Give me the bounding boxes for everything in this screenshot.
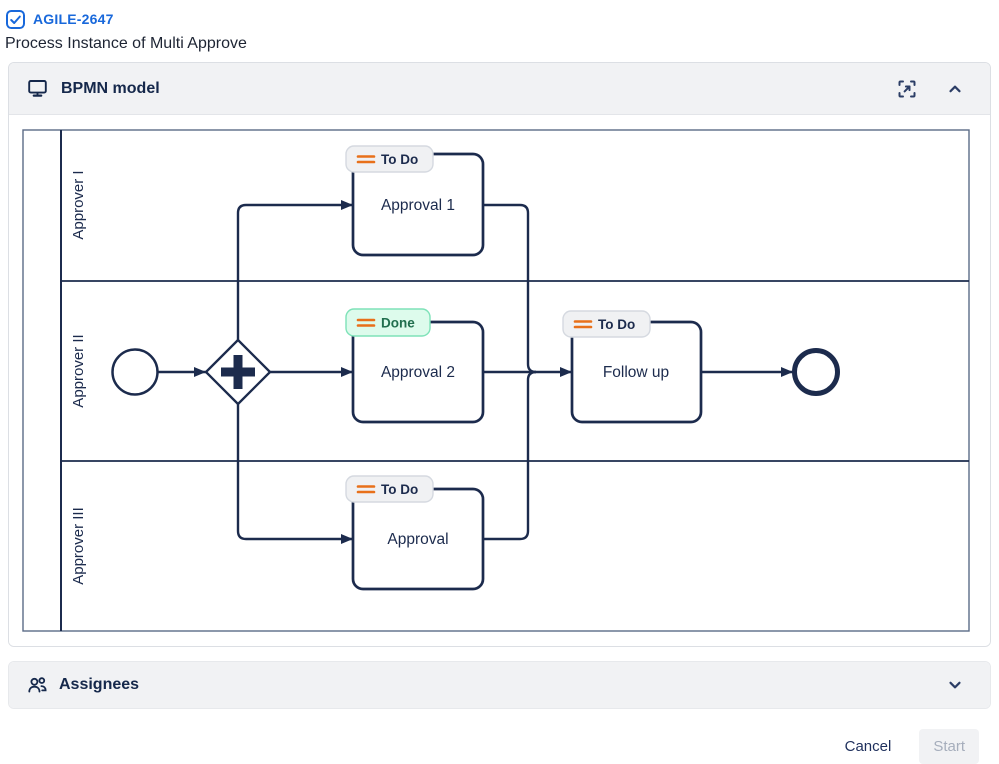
status-badge-approval-2[interactable]: Done [345, 308, 431, 337]
assignees-expand-button[interactable] [938, 668, 972, 702]
sequence-flows [158, 200, 793, 544]
sequence-flow [483, 203, 537, 374]
status-badge-label: To Do [381, 152, 418, 167]
task-follow-up[interactable]: Follow up [570, 320, 703, 424]
assignees-section-header[interactable]: Assignees [9, 662, 990, 708]
cancel-button[interactable]: Cancel [831, 729, 906, 764]
start-button[interactable]: Start [919, 729, 979, 764]
status-icon [356, 155, 376, 164]
issue-header: AGILE-2647 Process Instance of Multi App… [5, 8, 991, 53]
status-badge-approval-3[interactable]: To Do [345, 475, 434, 503]
task-label: Follow up [603, 364, 669, 381]
people-icon [27, 675, 48, 696]
task-label: Approval 1 [381, 197, 455, 214]
task-label: Approval 2 [381, 364, 455, 381]
lane-label-approver-3: Approver III [70, 507, 87, 585]
bpmn-section: BPMN model [8, 62, 991, 647]
issue-summary: Process Instance of Multi Approve [5, 35, 247, 52]
status-badge-follow-up[interactable]: To Do [562, 310, 651, 338]
end-event [792, 348, 840, 396]
task-approval-2[interactable]: Approval 2 [351, 320, 485, 424]
parallel-gateway [204, 338, 272, 406]
issue-key-link[interactable]: AGILE-2647 [33, 11, 114, 27]
bpmn-collapse-button[interactable] [938, 72, 972, 106]
status-badge-label: Done [381, 316, 415, 331]
lane-label-approver-2: Approver II [70, 334, 87, 407]
start-event [111, 348, 159, 396]
status-icon [573, 320, 593, 329]
bpmn-section-title: BPMN model [61, 79, 160, 97]
fullscreen-button[interactable] [890, 72, 924, 106]
bpmn-canvas: Approver I Approver II Approver III [9, 115, 990, 646]
fullscreen-icon [896, 78, 918, 100]
monitor-icon [27, 78, 48, 99]
sequence-flow [236, 404, 353, 544]
task-approval-3[interactable]: Approval [351, 487, 485, 591]
task-label: Approval [387, 531, 448, 548]
status-badge-approval-1[interactable]: To Do [345, 145, 434, 173]
chevron-up-icon [945, 79, 965, 99]
sequence-flow [483, 370, 537, 541]
chevron-down-icon [945, 675, 965, 695]
sequence-flow [236, 200, 353, 340]
task-checkbox-icon [5, 9, 26, 30]
bpmn-section-header: BPMN model [9, 63, 990, 115]
pool: Approver I Approver II Approver III [22, 129, 970, 632]
assignees-section: Assignees [8, 661, 991, 709]
status-icon [356, 318, 376, 327]
bpmn-diagram: Approver I Approver II Approver III [22, 129, 970, 632]
status-badge-label: To Do [598, 317, 635, 332]
lane-label-approver-1: Approver I [70, 170, 87, 239]
dialog-footer: Cancel Start [8, 709, 991, 764]
status-badge-label: To Do [381, 482, 418, 497]
assignees-section-title: Assignees [59, 676, 140, 693]
status-icon [356, 485, 376, 494]
